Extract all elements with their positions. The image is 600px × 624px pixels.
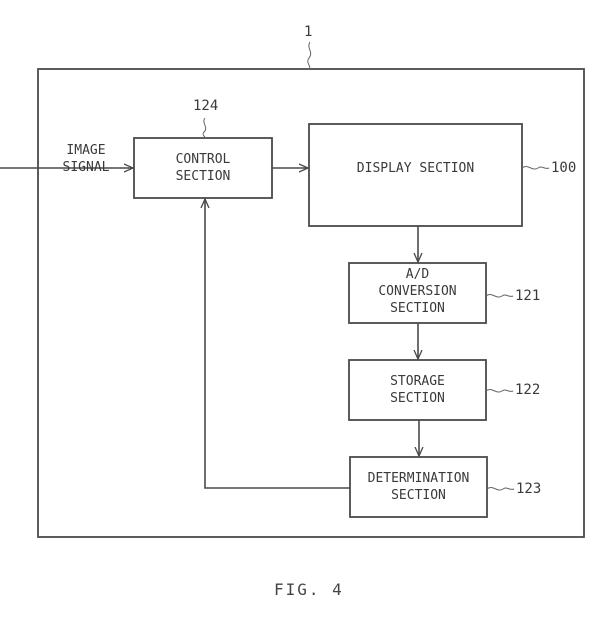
determination-ref-leader — [486, 486, 515, 491]
storage-section-box — [348, 359, 487, 421]
device-boundary — [37, 68, 585, 538]
device-ref-label: 1 — [304, 24, 313, 40]
control-ref-leader — [202, 117, 207, 139]
determination-to-control-feedback-arrow — [205, 199, 350, 489]
storage-section-label: STORAGE SECTION — [349, 373, 486, 407]
control-line1: CONTROL — [175, 152, 231, 167]
ad-ref-label: 121 — [515, 288, 541, 304]
determination-line1: DETERMINATION — [367, 471, 470, 486]
ad-line1: A/D — [405, 267, 430, 282]
figure-caption: FIG. 4 — [274, 580, 344, 599]
storage-ref-label: 122 — [515, 382, 541, 398]
storage-line2: SECTION — [390, 391, 445, 406]
determination-line2: SECTION — [391, 488, 446, 503]
determination-ref-label: 123 — [516, 481, 542, 497]
determination-section-label: DETERMINATION SECTION — [350, 470, 487, 504]
display-ref-leader — [521, 165, 550, 170]
control-ref-label: 124 — [193, 98, 219, 114]
ad-line2: CONVERSION — [378, 284, 457, 299]
display-section-box — [308, 123, 523, 227]
storage-line1: STORAGE — [390, 374, 445, 389]
display-ref-label: 100 — [551, 160, 577, 176]
control-line2: SECTION — [175, 169, 231, 184]
ad-ref-leader — [485, 293, 514, 298]
ad-conversion-section-box — [348, 262, 487, 324]
ad-conversion-section-label: A/D CONVERSION SECTION — [349, 266, 486, 317]
control-section-label: CONTROL SECTION — [134, 151, 272, 185]
image-signal-label: IMAGE SIGNAL — [56, 142, 116, 176]
device-ref-leader — [307, 41, 312, 70]
ad-line3: SECTION — [390, 301, 445, 316]
storage-ref-leader — [485, 388, 514, 393]
display-section-label: DISPLAY SECTION — [356, 161, 475, 176]
determination-section-box — [349, 456, 488, 518]
image-signal-line1: IMAGE — [66, 143, 106, 158]
image-signal-line2: SIGNAL — [62, 160, 110, 175]
